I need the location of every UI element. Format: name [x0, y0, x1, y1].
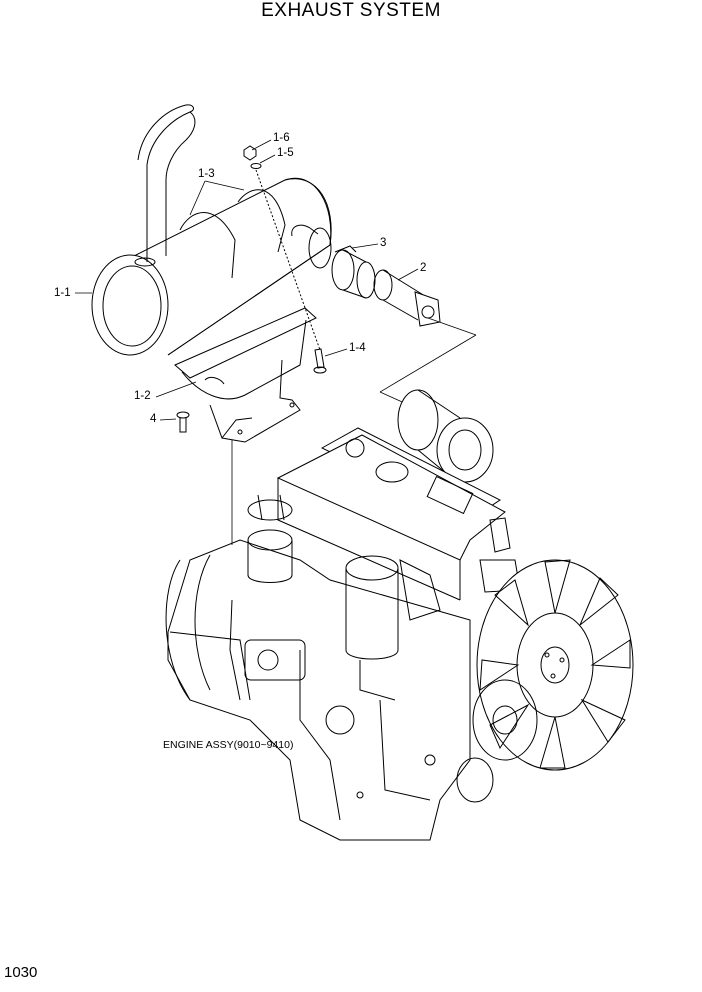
- muffler: [92, 105, 331, 355]
- callout-1-6: 1-6: [273, 132, 290, 144]
- nut-and-washer: [244, 146, 320, 350]
- clamp: [332, 246, 375, 298]
- cooling-fan: [457, 560, 633, 802]
- callout-1-5: 1-5: [277, 147, 294, 159]
- turbocharger: [398, 390, 493, 482]
- callout-1-3: 1-3: [198, 168, 215, 180]
- callout-4: 4: [150, 413, 157, 425]
- callout-1-2: 1-2: [134, 390, 151, 402]
- callout-3: 3: [380, 237, 387, 249]
- callout-2: 2: [420, 262, 427, 274]
- callout-1-1: 1-1: [54, 287, 71, 299]
- callout-1-4: 1-4: [349, 342, 366, 354]
- bolt-4: [177, 412, 189, 432]
- engine-assembly-label: ENGINE ASSY(9010~9410): [163, 739, 294, 751]
- bolt-1-4: [314, 349, 326, 373]
- page-title: EXHAUST SYSTEM: [261, 0, 441, 21]
- muffler-bracket: [175, 308, 316, 442]
- page-number: 1030: [4, 964, 38, 981]
